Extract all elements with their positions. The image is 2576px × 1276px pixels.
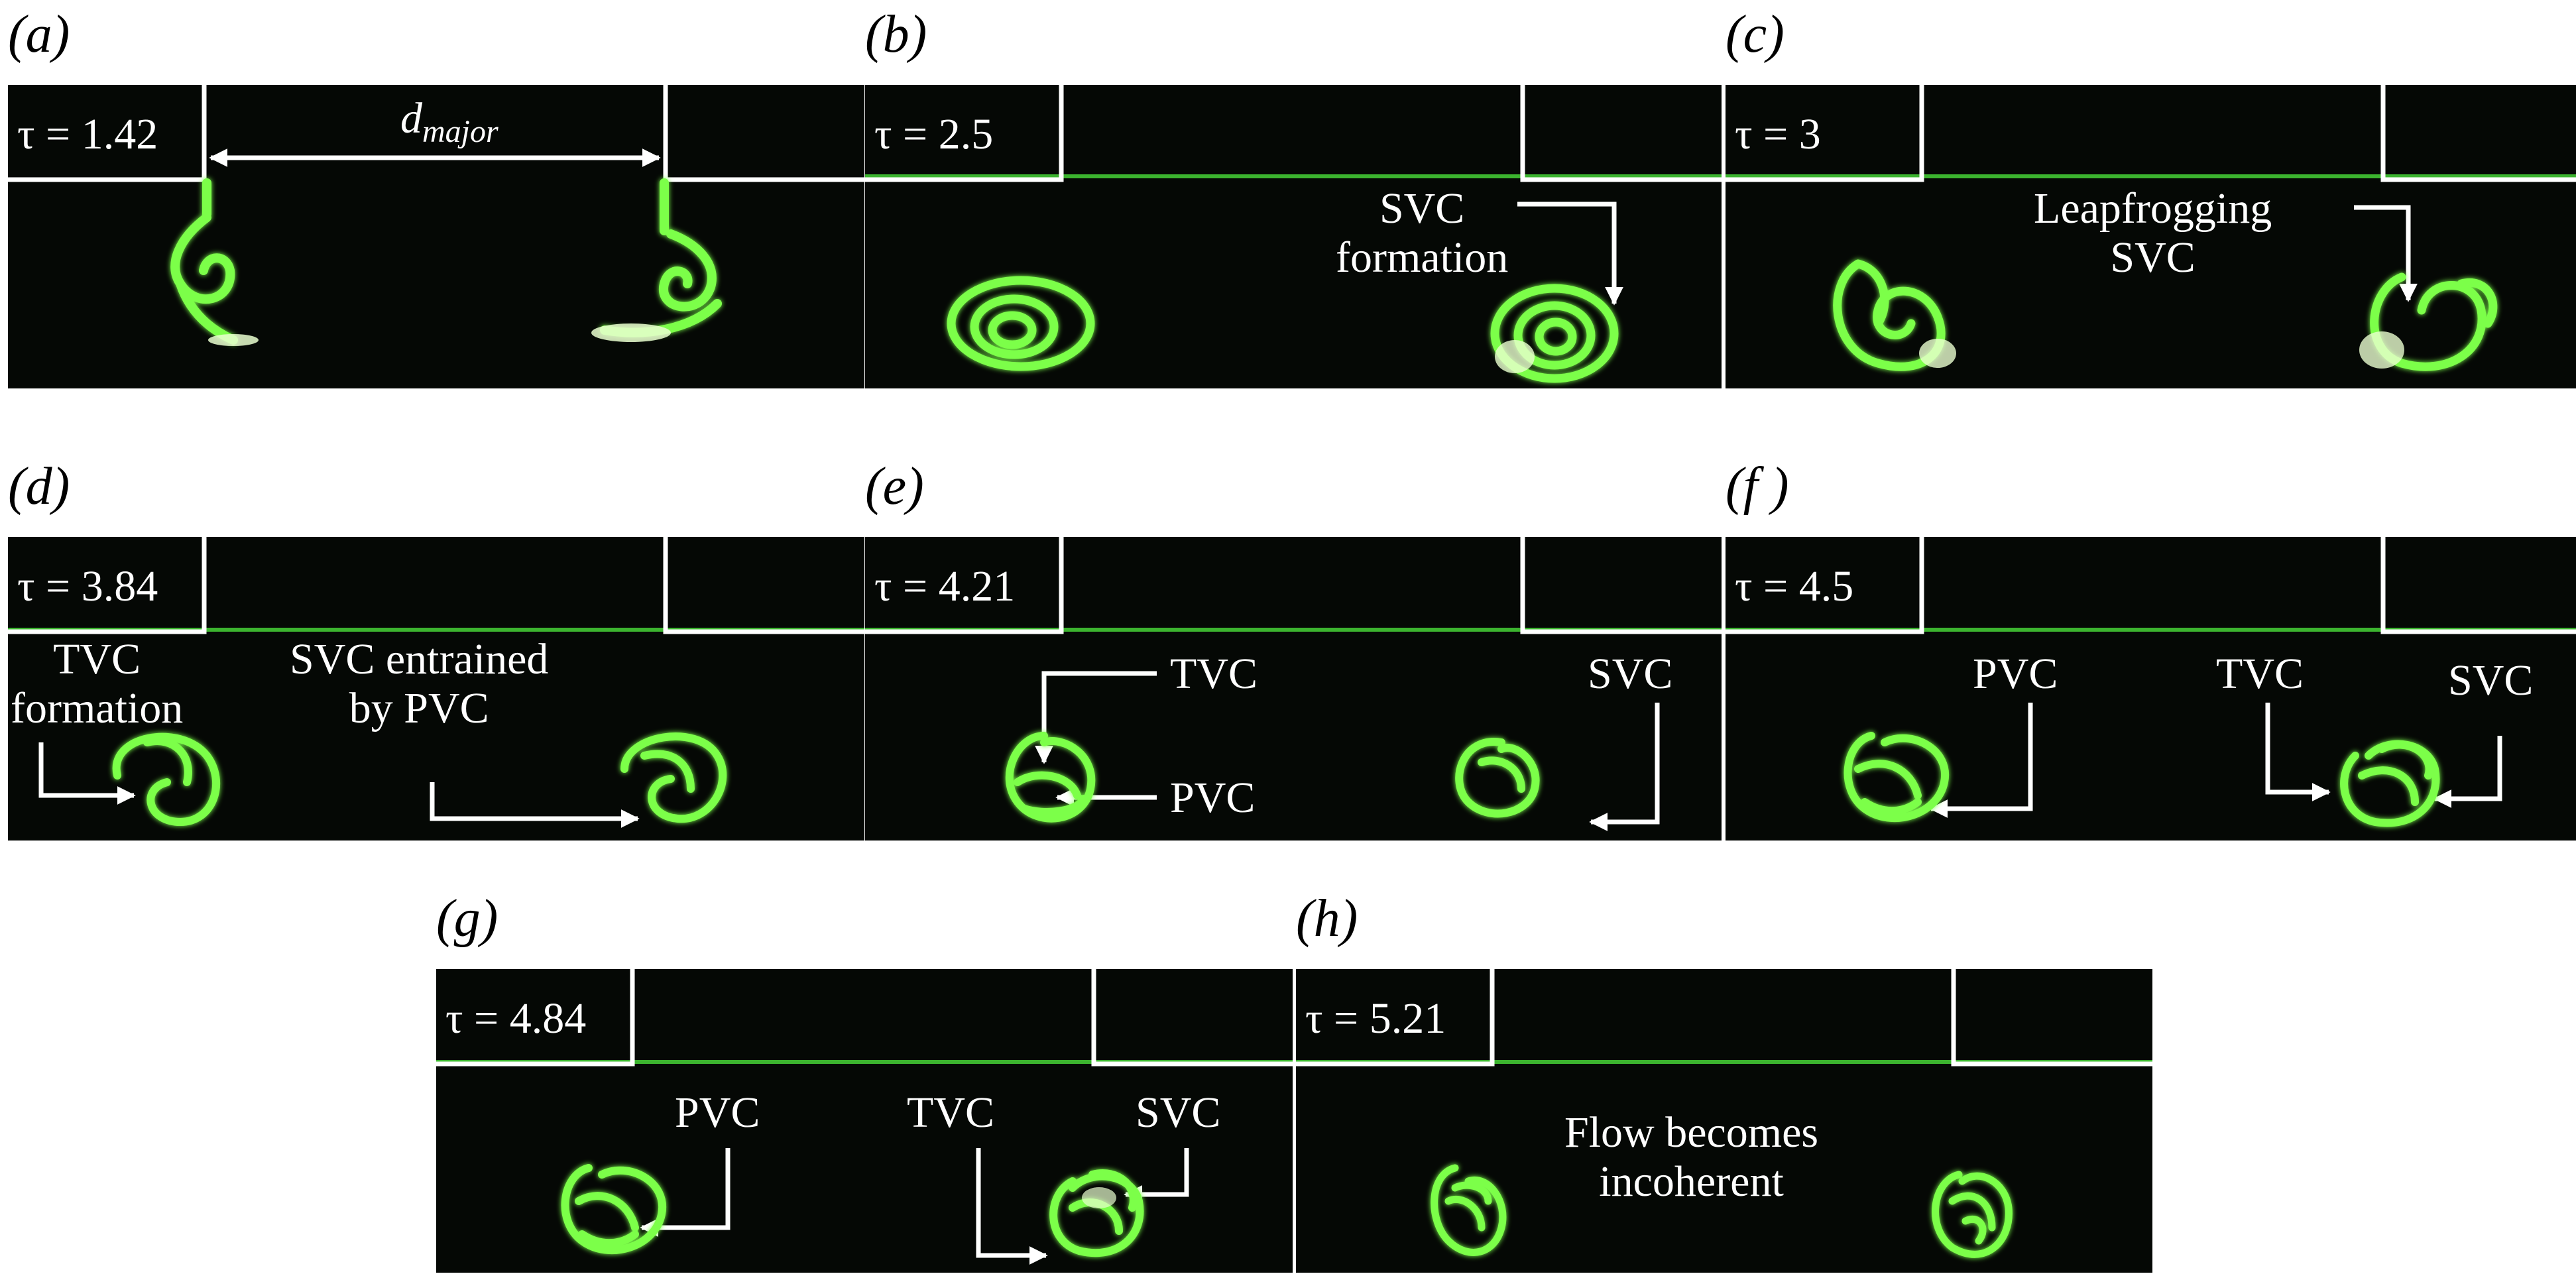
panel-f: τ = 4.5 PVC TVC SVC [1726,537,2576,841]
panel-label-f: (f ) [1726,457,1789,516]
annotation-svc-formation: SVC formation [1336,184,1509,282]
panel-d-image [8,537,864,828]
panel-c: τ = 3 Leapfrogging SVC [1726,85,2576,388]
annotation-tvc-formation: TVC formation [11,635,184,732]
panel-e-image [865,537,1722,831]
annotation-f-tvc: TVC [2216,650,2304,698]
annotation-g-tvc: TVC [907,1088,994,1137]
annotation-g-pvc: PVC [675,1088,760,1137]
panel-e: τ = 4.21 TVC PVC SVC [865,537,1722,841]
tau-readout-h: τ = 5.21 [1305,994,1446,1043]
tau-readout-f: τ = 4.5 [1735,562,1854,610]
dimension-label-d-major: dmajor [400,94,498,150]
tau-readout-g: τ = 4.84 [445,994,587,1043]
panel-h: τ = 5.21 Flow becomes incoherent [1296,969,2152,1273]
annotation-flow-incoherent: Flow becomes incoherent [1564,1108,1819,1206]
panel-label-c: (c) [1726,5,1785,64]
annotation-f-pvc: PVC [1973,650,2058,698]
panel-label-e: (e) [865,457,924,516]
panel-a: τ = 1.42 dmajor [8,85,864,388]
panel-label-h: (h) [1296,890,1358,948]
tau-readout-b: τ = 2.5 [874,110,994,158]
panel-g: τ = 4.84 PVC TVC SVC [436,969,1293,1273]
annotation-e-pvc: PVC [1170,774,1256,822]
tau-readout-c: τ = 3 [1735,110,1821,158]
annotation-leapfrogging-svc: Leapfrogging SVC [2034,184,2272,282]
panel-label-b: (b) [865,5,927,64]
panel-d: τ = 3.84 TVC formation SVC entrained by … [8,537,864,841]
panel-b-image [865,85,1722,383]
tau-readout-a: τ = 1.42 [17,110,158,158]
annotation-g-svc: SVC [1136,1088,1221,1137]
panel-b: τ = 2.5 SVC formation [865,85,1722,388]
panel-label-a: (a) [8,5,70,64]
annotation-f-svc: SVC [2448,656,2534,705]
annotation-e-svc: SVC [1588,650,1673,698]
panel-label-d: (d) [8,457,70,516]
panel-f-image [1726,537,2576,827]
annotation-e-tvc: TVC [1170,650,1258,698]
panel-h-image [1296,969,2152,1258]
panel-a-image [8,85,864,346]
panel-label-g: (g) [436,890,498,948]
tau-readout-e: τ = 4.21 [874,562,1016,610]
tau-readout-d: τ = 3.84 [17,562,158,610]
panel-g-image [436,969,1293,1265]
panel-c-image [1726,85,2576,371]
annotation-svc-entrained: SVC entrained by PVC [290,635,549,732]
